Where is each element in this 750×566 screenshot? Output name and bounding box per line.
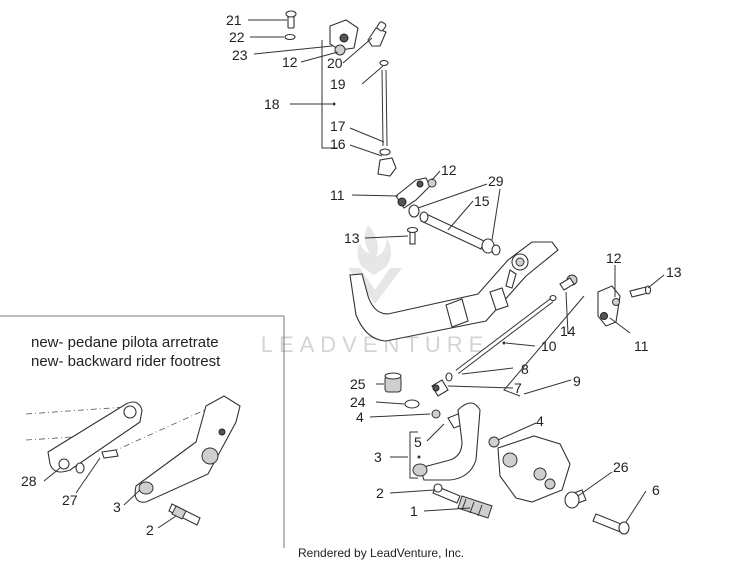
callout-7: 7	[514, 380, 522, 396]
inset-note-italian: new- pedane pilota arretrate	[31, 334, 219, 351]
callout-11: 11	[634, 338, 649, 354]
callout-19: 19	[330, 76, 346, 92]
callout-1: 1	[410, 503, 418, 519]
callout-12: 12	[282, 54, 298, 70]
callout-24: 24	[350, 394, 366, 410]
callout-29: 29	[488, 173, 504, 189]
part-right-lever	[559, 274, 652, 327]
callout-6: 6	[652, 482, 660, 498]
part-shift-shaft	[408, 204, 501, 256]
leader-lines	[43, 19, 665, 529]
inset-backward-footrest	[0, 315, 285, 548]
callout-4: 4	[536, 413, 544, 429]
part-screw	[406, 226, 419, 245]
callout-20: 20	[327, 55, 343, 71]
callout-3: 3	[374, 449, 382, 465]
callout-13: 13	[666, 264, 682, 280]
callout-14: 14	[560, 323, 576, 339]
callout-26: 26	[613, 459, 629, 475]
callout-27: 27	[62, 492, 78, 508]
callout-3: 3	[113, 499, 121, 515]
callout-2: 2	[146, 522, 154, 538]
callout-labels: 21 22 23 12 20 19 18 17 16 12 11 29 15 1…	[21, 12, 682, 538]
callout-9: 9	[573, 373, 581, 389]
callout-4: 4	[356, 409, 364, 425]
part-lower-rod	[431, 294, 557, 397]
callout-17: 17	[330, 118, 346, 134]
callout-12: 12	[441, 162, 457, 178]
footer-credit: Rendered by LeadVenture, Inc.	[298, 546, 465, 560]
inset-note-english: new- backward rider footrest	[31, 353, 221, 370]
callout-11: 11	[330, 187, 345, 203]
callout-15: 15	[474, 193, 490, 209]
part-upper-lever	[395, 177, 437, 209]
callout-10: 10	[541, 338, 557, 354]
callout-28: 28	[21, 473, 37, 489]
callout-25: 25	[350, 376, 366, 392]
callout-16: 16	[330, 136, 346, 152]
callout-12: 12	[606, 250, 622, 266]
callout-21: 21	[226, 12, 242, 28]
callout-2: 2	[376, 485, 384, 501]
part-footrest-bracket	[497, 435, 630, 535]
callout-8: 8	[521, 361, 529, 377]
part-main-bracket	[349, 241, 559, 342]
parts-upper-rod-group	[284, 10, 397, 177]
callout-5: 5	[414, 434, 422, 450]
callout-23: 23	[232, 47, 248, 63]
callout-13: 13	[344, 230, 360, 246]
callout-22: 22	[229, 29, 245, 45]
callout-18: 18	[264, 96, 280, 112]
